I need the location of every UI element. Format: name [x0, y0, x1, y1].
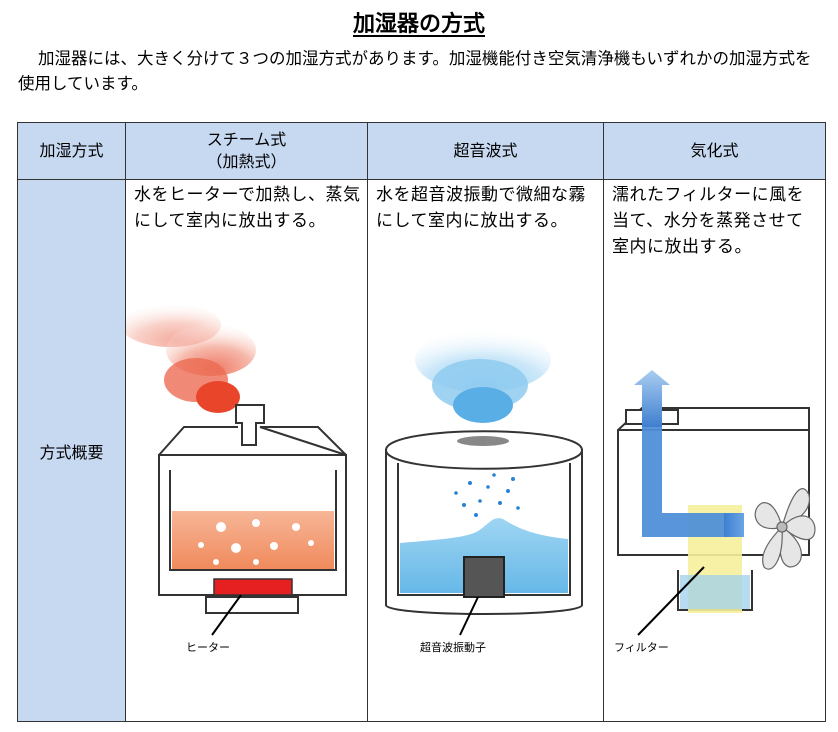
page-title: 加湿器の方式 — [352, 12, 485, 37]
header-steam-line1: スチーム式 — [206, 130, 287, 149]
evaporative-illustration: フィルター — [604, 305, 825, 655]
header-evaporative: 気化式 — [603, 122, 826, 180]
table-header-row: 加湿方式 スチーム式 （加熱式） 超音波式 気化式 — [17, 122, 826, 180]
cell-ultrasonic: 水を超音波振動で微細な霧にして室内に放出する。 — [367, 179, 604, 722]
water — [400, 518, 568, 593]
mist-droplets — [454, 473, 520, 517]
intro-paragraph: 加湿器には、大きく分けて３つの加湿方式があります。加湿機能付き空気清浄機もいずれ… — [18, 46, 824, 96]
mist-cloud — [415, 328, 551, 423]
table-body-row: 方式概要 水をヒーターで加熱し、蒸気にして室内に放出する。 — [17, 179, 826, 722]
filter-label: フィルター — [614, 641, 669, 654]
steam-description: 水をヒーターで加熱し、蒸気にして室内に放出する。 — [134, 185, 361, 231]
bubbles — [198, 519, 314, 565]
airflow-arrow-icon — [634, 370, 744, 537]
steam-outlet-icon — [235, 404, 265, 446]
transducer-label: 超音波振動子 — [420, 641, 486, 654]
header-steam-line2: （加熱式） — [206, 152, 287, 171]
fan-icon — [754, 488, 816, 570]
header-steam: スチーム式 （加熱式） — [125, 122, 368, 180]
humidifier-methods-table: 加湿方式 スチーム式 （加熱式） 超音波式 気化式 方式概要 水をヒーターで加熱… — [17, 122, 826, 722]
heater-label: ヒーター — [186, 641, 230, 654]
transducer-icon — [463, 556, 505, 598]
steam-illustration: ヒーター — [126, 305, 367, 655]
steam-cloud — [126, 305, 256, 413]
cell-steam: 水をヒーターで加熱し、蒸気にして室内に放出する。 — [125, 179, 368, 722]
row-header-overview: 方式概要 — [17, 179, 126, 722]
hot-water — [172, 511, 334, 569]
header-method: 加湿方式 — [17, 122, 126, 180]
ultrasonic-description: 水を超音波振動で微細な霧にして室内に放出する。 — [376, 185, 586, 231]
cell-evaporative: 濡れたフィルターに風を当て、水分を蒸発させて室内に放出する。 — [603, 179, 826, 722]
ultrasonic-illustration: 超音波振動子 — [368, 305, 603, 655]
intro-text: 加湿器には、大きく分けて３つの加湿方式があります。加湿機能付き空気清浄機もいずれ… — [18, 49, 812, 93]
header-ultrasonic: 超音波式 — [367, 122, 604, 180]
evaporative-description: 濡れたフィルターに風を当て、水分を蒸発させて室内に放出する。 — [612, 185, 805, 257]
heater-icon — [213, 578, 293, 596]
